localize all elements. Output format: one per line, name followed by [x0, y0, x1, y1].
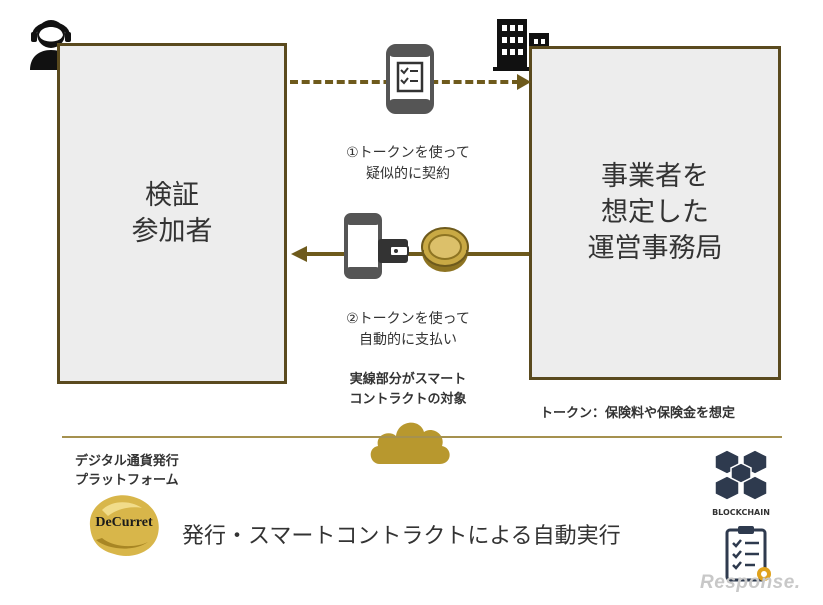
office-label: 事業者を 想定した 運営事務局 [587, 161, 723, 264]
blockchain-icon [714, 449, 768, 501]
payment-arrow [305, 252, 529, 256]
platform-caption: デジタル通貨発行 プラットフォーム [75, 454, 179, 488]
flow-bottom-label: ②トークンを使って 自動的に支払い [346, 311, 470, 348]
wallet-phone-icon [344, 213, 409, 279]
office-box: 事業者を 想定した 運営事務局 [529, 46, 781, 380]
participant-label: 検証 参加者 [131, 179, 213, 247]
decurret-logo-text: DeCurret [95, 515, 153, 530]
payment-arrowhead [291, 246, 307, 262]
section-divider [62, 436, 782, 438]
contract-phone-icon [386, 44, 434, 114]
flow-top-label: ①トークンを使って 疑似的に契約 [346, 145, 470, 182]
footer-title: 発行・スマートコントラクトによる自動実行 [182, 524, 621, 549]
response-watermark: Response. [700, 572, 801, 593]
smart-contract-note: 実線部分がスマート コントラクトの対象 [349, 372, 467, 407]
token-note: トークン：保険料や保険金を想定 [540, 406, 736, 421]
contract-arrowhead [517, 74, 531, 90]
cloud-icon [370, 422, 450, 464]
checklist-icon [725, 526, 771, 582]
decurret-logo: DeCurret [82, 490, 166, 560]
coin-icon [421, 227, 469, 272]
blockchain-label: BLOCKCHAIN [712, 508, 770, 517]
participant-box: 検証 参加者 [57, 43, 287, 384]
